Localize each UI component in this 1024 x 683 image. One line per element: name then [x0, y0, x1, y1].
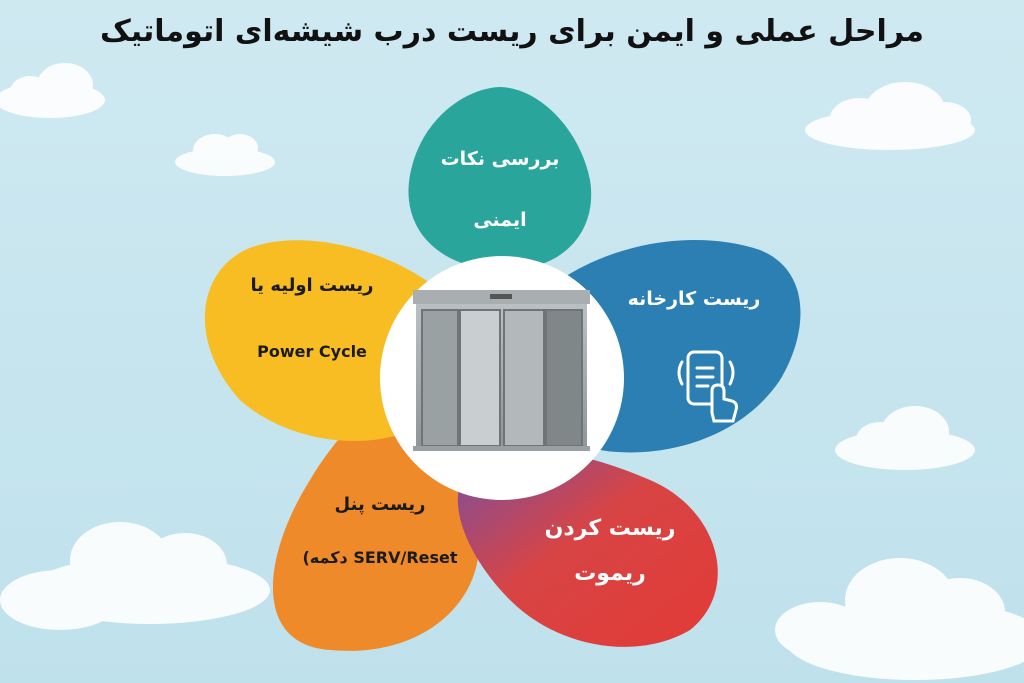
petal-label-panel-line1: ریست پنل	[335, 494, 426, 515]
petal-label-panel-line2: (دکمه SERV/Reset	[302, 548, 457, 567]
cloud	[775, 558, 1024, 680]
petal-label-power-line2: Power Cycle	[257, 342, 367, 361]
touch-remote-icon	[677, 350, 738, 423]
petal-remote	[457, 450, 718, 647]
door-panel-left	[421, 309, 459, 447]
cloud	[835, 406, 975, 470]
cloud	[175, 134, 275, 176]
center-door-illustration	[380, 256, 624, 500]
cloud	[0, 522, 270, 630]
door-panel-center-left	[459, 309, 501, 447]
door-panel-center-right	[503, 309, 545, 447]
door-sensor	[490, 294, 512, 299]
door-threshold	[413, 446, 590, 451]
cloud-decorations	[0, 63, 1024, 680]
petal-label-remote-line1: ریست کردن	[545, 516, 676, 541]
petal-label-power-line1: ریست اولیه یا	[251, 275, 374, 296]
petal-label-remote-line2: ریموت	[574, 561, 646, 586]
page-title: مراحل عملی و ایمن برای ریست درب شیشه‌ای …	[100, 14, 924, 49]
petal-safety	[408, 87, 592, 270]
door-panel-right	[545, 309, 583, 447]
cloud	[0, 63, 105, 118]
cloud	[805, 82, 975, 150]
petal-label-safety-line2: ایمنی	[473, 209, 526, 231]
petal-label-factory: ریست کارخانه	[628, 288, 761, 310]
petal-label-safety-line1: بررسی نکات	[441, 148, 560, 170]
